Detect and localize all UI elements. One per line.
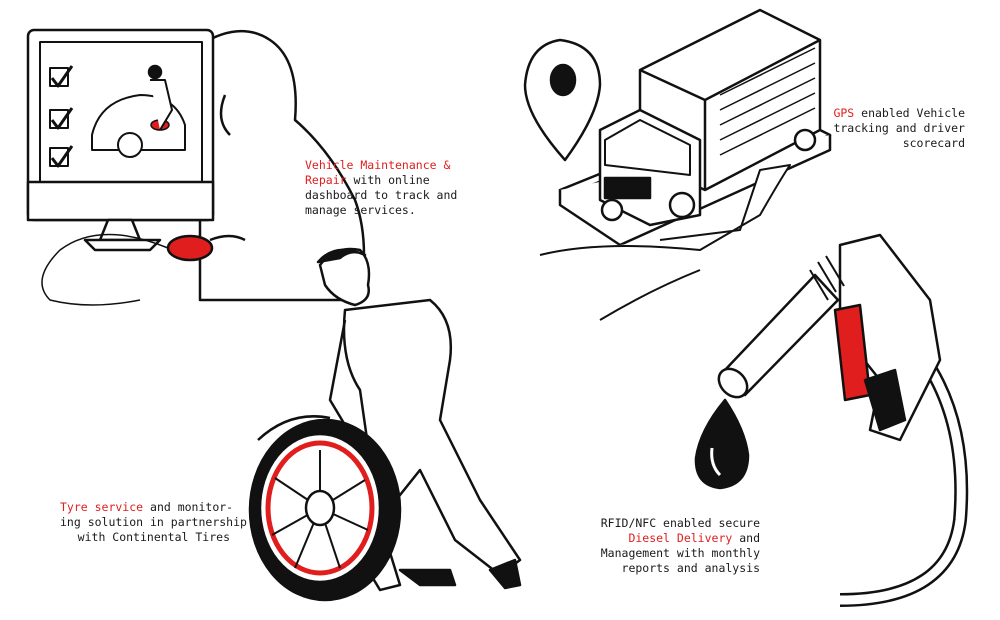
gps-text-2: tracking and driver (833, 121, 965, 135)
fuel-nozzle-icon (694, 233, 969, 607)
computer-monitor-icon (26, 28, 366, 306)
gps-text-1: enabled Vehicle (854, 106, 965, 120)
diesel-text-3: Management with monthly (600, 546, 760, 560)
maintenance-highlight-2: Repair (305, 173, 347, 187)
tyre-text-2: ing solution in partnership (60, 515, 247, 529)
maintenance-text-3: manage services. (305, 203, 416, 217)
gps-highlight: GPS (833, 106, 855, 120)
tyre-caption: Tyre service and monitor- ing solution i… (60, 500, 247, 545)
delivery-truck-icon (523, 8, 832, 321)
tyre-text-1: and monitor- (143, 500, 234, 514)
maintenance-text-2: dashboard to track and (305, 188, 458, 202)
maintenance-text-1: with online (346, 173, 430, 187)
maintenance-highlight-1: Vehicle Maintenance & (305, 158, 451, 172)
tyre-text-3: with Continental Tires (77, 530, 230, 544)
gps-caption: GPS enabled Vehicle tracking and driver … (820, 106, 965, 151)
tyre-highlight: Tyre service (60, 500, 144, 514)
diesel-text-1: RFID/NFC enabled secure (600, 516, 760, 530)
diesel-text-2: and (732, 531, 760, 545)
gps-text-3: scorecard (902, 136, 965, 150)
diesel-text-4: reports and analysis (621, 561, 760, 575)
maintenance-caption: Vehicle Maintenance & Repair with online… (305, 158, 465, 218)
diesel-caption: RFID/NFC enabled secure Diesel Delivery … (585, 516, 760, 576)
tyre-wheel-icon (248, 247, 522, 602)
diesel-highlight: Diesel Delivery (628, 531, 733, 545)
